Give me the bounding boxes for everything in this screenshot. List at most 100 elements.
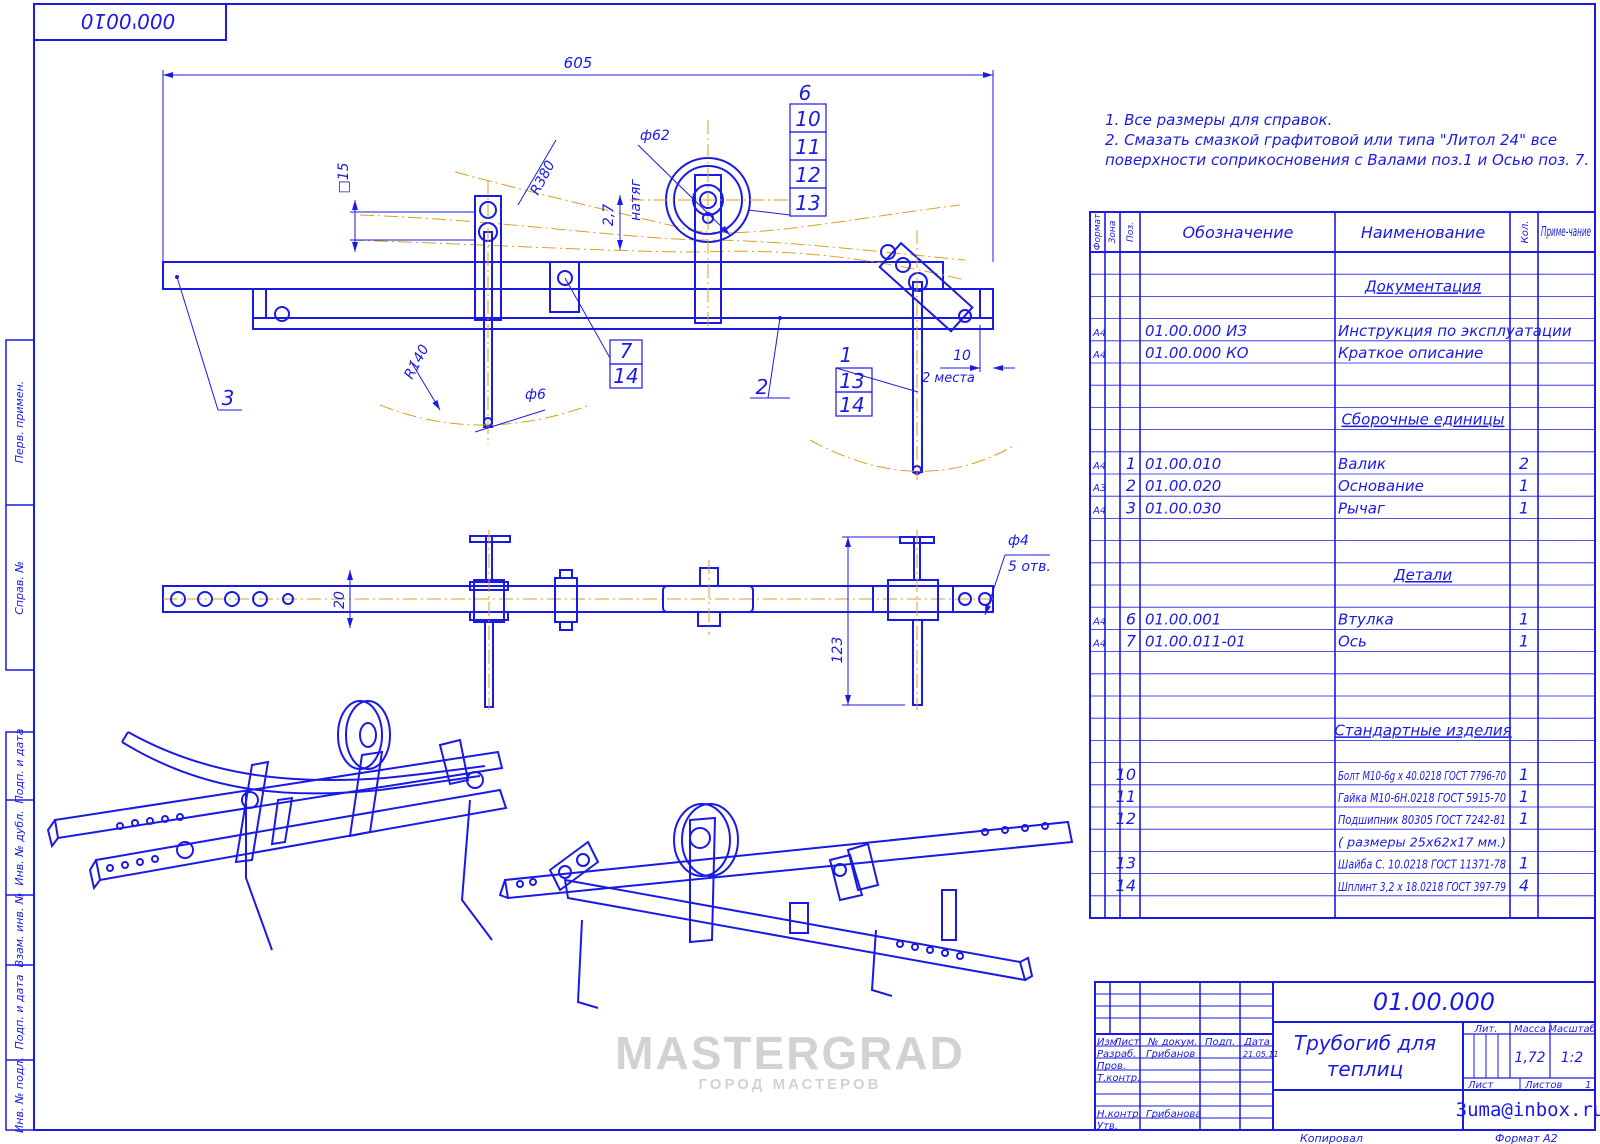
spec-cell-format: А4 (1092, 616, 1106, 627)
spec-cell-code: 01.00.000 ИЗ (1145, 322, 1247, 340)
spec-cell-pos: 11 (1116, 787, 1136, 806)
spec-cell-pos: 3 (1126, 498, 1136, 517)
isometric-view-1 (46, 700, 508, 951)
corner-code: 000'0010 (81, 9, 176, 33)
watermark: MASTERGRAD ГОРОД МАСТЕРОВ (600, 1030, 980, 1093)
tb-role: Н.контр. (1097, 1109, 1142, 1120)
watermark-main: MASTERGRAD (615, 1027, 965, 1079)
spec-cell-name: Подшипник 80305 ГОСТ 7242-81 (1338, 813, 1506, 827)
tb-mass-label: Масса (1514, 1024, 1546, 1035)
spec-cell-pos: 14 (1116, 876, 1136, 895)
callout-3: 3 (222, 386, 235, 410)
spec-cell-qty: 1 (1519, 787, 1529, 806)
spec-cell-code: 01.00.020 (1145, 477, 1221, 495)
dim-places: 2 места (922, 371, 975, 386)
front-view: 605 □15 R140 ф6 R380 (162, 54, 1016, 480)
isometric-view-2 (498, 803, 1074, 1009)
spec-cell-name: Втулка (1338, 610, 1394, 628)
spec-cell-pos: 12 (1116, 809, 1136, 828)
tb-head-date: Дата (1243, 1037, 1270, 1048)
callout-14: 14 (613, 364, 638, 388)
spec-section-title: Детали (1393, 566, 1452, 584)
callout-6: 6 (799, 81, 812, 105)
spec-cell-name: Ось (1338, 633, 1367, 651)
tb-name-2: теплиц (1327, 1057, 1403, 1081)
spec-table: Формат Зона Поз. Обозначение Наименование Кол… (1089, 211, 1596, 919)
callout-10: 10 (795, 107, 820, 131)
tb-head-sign: Подп. (1205, 1037, 1235, 1048)
spec-cell-pos: 13 (1116, 854, 1136, 873)
note-3: поверхности соприкосновения с Валами поз… (1105, 151, 1589, 169)
spec-cell-code: 01.00.000 КО (1145, 344, 1249, 362)
side-label: Подп. и дата (13, 728, 26, 803)
spec-header: Поз. (1126, 222, 1136, 242)
spec-header: Приме-чание (1541, 225, 1591, 240)
spec-cell-name: Гайка М10-6Н.0218 ГОСТ 5915-70 (1338, 791, 1506, 805)
callout-7: 7 (620, 339, 633, 363)
dim-605: 605 (564, 54, 593, 72)
spec-cell-pos: 1 (1126, 454, 1136, 473)
tb-role: Утв. (1097, 1121, 1118, 1132)
dim-hole: ф4 (1008, 533, 1029, 549)
spec-cell-pos: 6 (1126, 609, 1136, 628)
tb-designation: 01.00.000 (1373, 988, 1495, 1016)
spec-cell-qty: 1 (1519, 765, 1529, 784)
dim-square: □15 (336, 162, 352, 193)
tb-sheets-label: Листов (1524, 1080, 1562, 1091)
spec-cell-format: А4 (1092, 461, 1106, 472)
spec-section-title: Документация (1364, 277, 1481, 295)
dim-gap: 2,7 (601, 204, 617, 226)
spec-cell-format: А3 (1092, 483, 1106, 494)
tb-org: 3uma@inbox.ru (1456, 1099, 1600, 1121)
note-1: 1. Все размеры для справок. (1105, 111, 1332, 129)
spec-header: Наименование (1361, 223, 1485, 242)
tb-head-doc: № докум. (1147, 1037, 1197, 1048)
callout-13b: 13 (839, 369, 864, 393)
spec-cell-name: Шайба С. 10.0218 ГОСТ 11371-78 (1338, 858, 1506, 872)
tb-head-izm: Изм (1097, 1037, 1118, 1048)
spec-cell-name: Болт М10-6g x 40.0218 ГОСТ 7796-70 (1338, 769, 1506, 783)
spec-cell-code: 01.00.011-01 (1145, 633, 1246, 651)
spec-cell-pos: 2 (1126, 476, 1136, 495)
side-strip: Перв. примен. Справ. № Подп. и дата Инв.… (5, 339, 35, 1133)
title-block: Изм Лист № докум. Подп. Дата Разраб. Гри… (1094, 981, 1600, 1144)
tb-mass: 1,72 (1514, 1050, 1545, 1066)
callout-11: 11 (795, 135, 820, 159)
spec-cell-format: А4 (1092, 639, 1106, 650)
dim-20: 20 (332, 591, 348, 609)
dim-pulley: ф62 (640, 128, 670, 144)
note-2: 2. Смазать смазкой графитовой или типа "… (1105, 131, 1557, 149)
dim-rod: ф6 (525, 387, 546, 403)
spec-cell-format: А4 (1092, 505, 1106, 516)
dim-r140: R140 (401, 342, 432, 382)
tb-date: 21.05.11 (1243, 1050, 1279, 1059)
spec-cell-qty: 1 (1519, 498, 1529, 517)
spec-cell-qty: 4 (1519, 876, 1529, 895)
spec-cell-code: 01.00.030 (1145, 499, 1221, 517)
spec-header: Зона (1108, 221, 1118, 244)
spec-header: Кол. (1520, 221, 1531, 244)
spec-cell-qty: 1 (1519, 609, 1529, 628)
callout-12: 12 (795, 163, 820, 187)
spec-header: Формат (1093, 213, 1103, 250)
spec-cell-name: Инструкция по эксплуатации (1338, 322, 1572, 340)
tb-name-1: Трубогиб для (1294, 1031, 1436, 1055)
spec-header: Обозначение (1182, 223, 1293, 242)
dim-holes: 5 отв. (1008, 559, 1051, 575)
tb-sheets: 1 (1585, 1080, 1591, 1091)
dim-r380: R380 (527, 158, 558, 198)
spec-cell-format: А4 (1092, 328, 1106, 339)
side-label: Инв. № подл. (13, 1057, 26, 1133)
tb-sheet-label: Лист (1467, 1080, 1495, 1091)
spec-cell-name: Рычаг (1338, 499, 1385, 517)
tb-head-list: Лист (1113, 1037, 1141, 1048)
spec-cell-name: Основание (1338, 477, 1424, 495)
dim-10: 10 (953, 348, 971, 364)
tb-role: Т.контр. (1097, 1073, 1140, 1084)
tb-person: Грибанова (1146, 1108, 1201, 1120)
spec-cell-code: 01.00.001 (1145, 610, 1221, 628)
spec-cell-code: 01.00.010 (1145, 455, 1221, 473)
spec-cell-qty: 1 (1519, 809, 1529, 828)
tb-lit: Лит. (1473, 1024, 1497, 1035)
